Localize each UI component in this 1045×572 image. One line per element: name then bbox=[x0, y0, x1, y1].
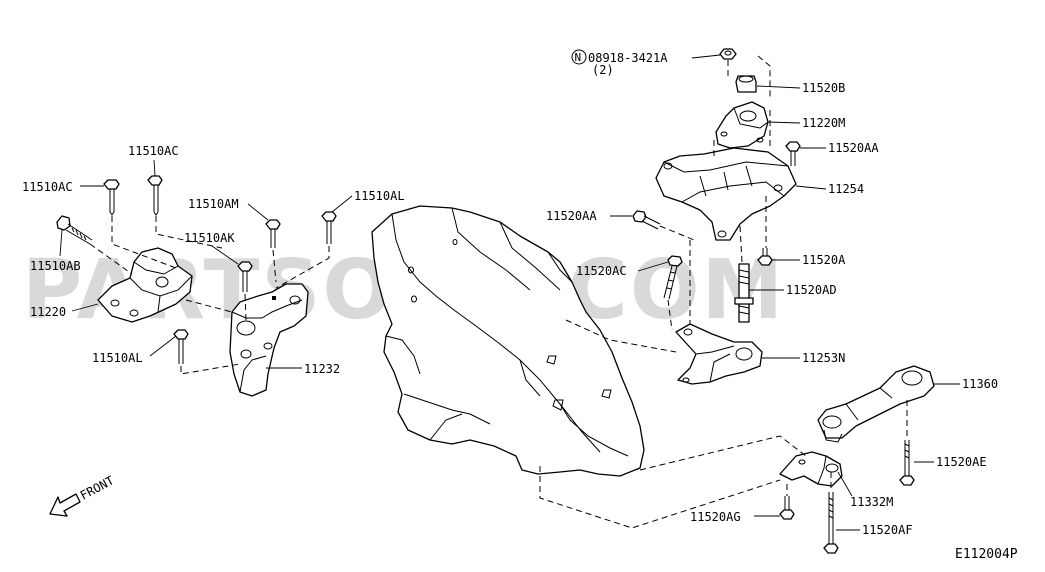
label-11332M: 11332M bbox=[850, 495, 893, 509]
stud-11520AD bbox=[734, 263, 754, 323]
bolt-11510AL-bottom bbox=[173, 329, 189, 364]
bolt-11510AB bbox=[56, 215, 93, 245]
note-n-marker: N bbox=[571, 49, 587, 65]
label-11520B: 11520B bbox=[802, 81, 845, 95]
label-11520AG: 11520AG bbox=[690, 510, 741, 524]
bracket-11232 bbox=[229, 283, 309, 397]
label-11510AC-top: 11510AC bbox=[128, 144, 179, 158]
front-arrow-icon bbox=[49, 493, 81, 517]
label-11510AC-left: 11510AC bbox=[22, 180, 73, 194]
left-dashed-guides bbox=[89, 216, 330, 375]
label-11510AL-bottom: 11510AL bbox=[92, 351, 143, 365]
bolt-11520AE bbox=[899, 440, 915, 486]
lower-dashed-guides bbox=[539, 400, 908, 529]
washer-11520B bbox=[735, 75, 757, 93]
label-11520AA-top: 11520AA bbox=[828, 141, 879, 155]
bolt-11510AK bbox=[237, 261, 253, 292]
bracket-11254 bbox=[655, 147, 797, 241]
label-11510AK: 11510AK bbox=[184, 231, 235, 245]
bolt-11510AL-top bbox=[321, 211, 337, 244]
label-11510AB: 11510AB bbox=[30, 259, 81, 273]
front-label: FRONT bbox=[78, 473, 116, 502]
label-11220M: 11220M bbox=[802, 116, 845, 130]
torque-rod-11360 bbox=[817, 365, 935, 443]
label-11520AF: 11520AF bbox=[862, 523, 913, 537]
diagram-id: E112004P bbox=[955, 547, 1018, 562]
bolt-11510AC-top bbox=[147, 175, 163, 216]
right-dashed-guides bbox=[565, 55, 771, 353]
label-08918-3421A: 08918-3421A bbox=[588, 51, 668, 65]
mount-11220M bbox=[715, 101, 769, 149]
label-11520AD: 11520AD bbox=[786, 283, 837, 297]
bolt-11520AA-left bbox=[632, 210, 661, 230]
label-11520AE: 11520AE bbox=[936, 455, 987, 469]
bolt-11520AG bbox=[779, 496, 795, 520]
bolt-11510AM bbox=[265, 219, 281, 248]
label-11220: 11220 bbox=[30, 305, 66, 319]
label-08918-qty: (2) bbox=[592, 63, 614, 77]
bolt-11520AF bbox=[823, 492, 839, 554]
bolt-11510AC-left bbox=[103, 179, 120, 216]
nut-08918-3421A bbox=[719, 48, 737, 60]
bolt-11520AC-mid bbox=[663, 255, 683, 300]
label-11254: 11254 bbox=[828, 182, 864, 196]
label-11520AC-mid: 11520AC bbox=[576, 264, 627, 278]
label-11232: 11232 bbox=[304, 362, 340, 376]
bracket-11253N bbox=[675, 323, 763, 385]
bracket-11332M bbox=[779, 451, 843, 487]
bolt-11520AA-top bbox=[785, 141, 801, 166]
label-11520AA-left: 11520AA bbox=[546, 209, 597, 223]
label-11253N: 11253N bbox=[802, 351, 845, 365]
leader-lines bbox=[59, 54, 960, 531]
engine-block bbox=[371, 205, 645, 477]
label-11510AM: 11510AM bbox=[188, 197, 239, 211]
label-11360: 11360 bbox=[962, 377, 998, 391]
label-11510AL-top: 11510AL bbox=[354, 189, 405, 203]
note-n-symbol: N bbox=[575, 51, 582, 64]
mount-11220 bbox=[97, 247, 193, 323]
label-11520A: 11520A bbox=[802, 253, 846, 267]
